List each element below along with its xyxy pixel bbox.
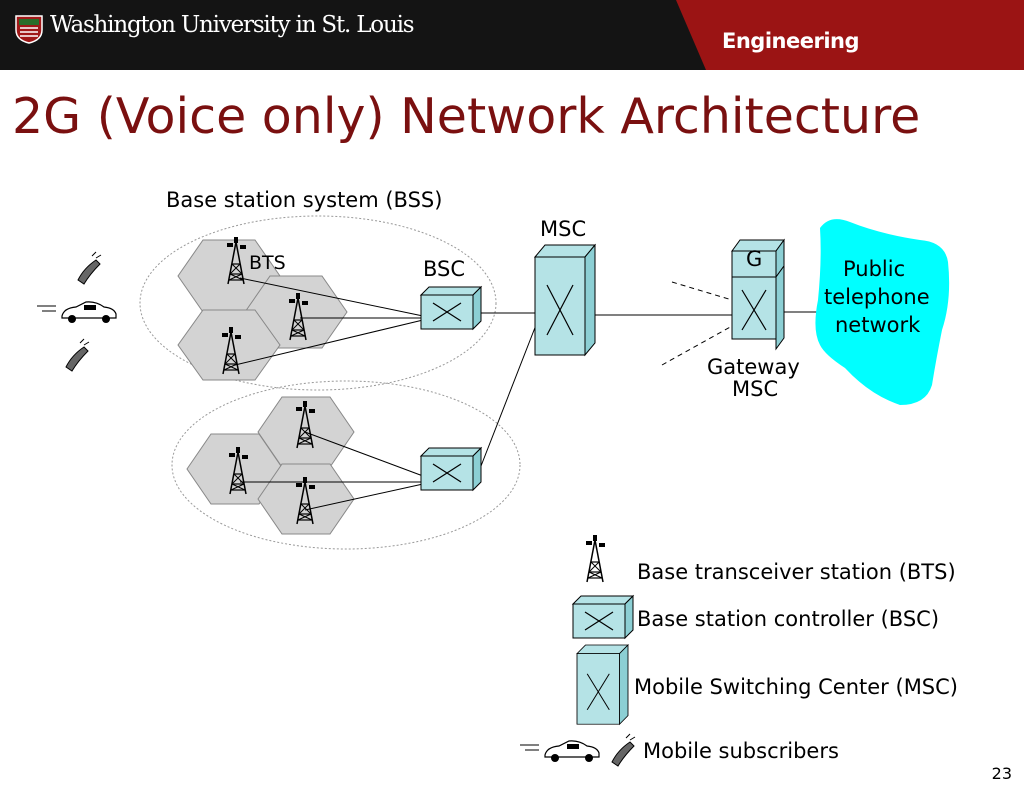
- pstn-label-line3: network: [835, 313, 921, 337]
- legend-car-icon: [519, 740, 600, 763]
- legend-cell-phone-icon: [611, 733, 636, 767]
- legend-mobile-label: Mobile subscribers: [643, 739, 839, 763]
- gateway-msc-icon-side-lower: [775, 264, 785, 351]
- bsc-box-icon: [420, 447, 482, 491]
- gateway-msc-body: [731, 276, 777, 340]
- pstn-label-line2: telephone: [824, 285, 930, 309]
- bts-label: BTS: [249, 252, 286, 274]
- car-icon: [36, 301, 117, 324]
- bss-ellipse-bottom: [171, 380, 521, 550]
- bss-ellipse-top: [139, 215, 497, 391]
- bsc-label: BSC: [423, 257, 466, 281]
- page-number: 23: [991, 764, 1012, 783]
- university-shield-icon: [15, 15, 43, 44]
- legend-msc-box-icon: [576, 644, 629, 725]
- msc-box-icon: [534, 244, 596, 356]
- cell-phone-icon: [77, 251, 102, 285]
- bss-label: Base station system (BSS): [166, 188, 443, 212]
- gateway-dashed-links: [661, 281, 733, 366]
- gateway-label-line1: Gateway: [707, 355, 800, 379]
- department-name[interactable]: Engineering: [722, 29, 860, 53]
- slide-title: 2G (Voice only) Network Architecture: [12, 88, 921, 145]
- bts-bsc-links: [234, 277, 424, 511]
- pstn-cloud-icon: [815, 219, 950, 405]
- gateway-badge-label: G: [746, 247, 763, 271]
- legend-msc-label: Mobile Switching Center (MSC): [634, 675, 958, 699]
- msc-label: MSC: [540, 217, 587, 241]
- header-red-band-shape: [676, 0, 1024, 70]
- legend-bts-tower-icon: [585, 534, 606, 583]
- cell-phone-icon: [65, 338, 90, 372]
- core-links: [480, 311, 820, 467]
- legend-bts-label: Base transceiver station (BTS): [637, 560, 956, 584]
- legend-bsc-label: Base station controller (BSC): [637, 607, 940, 631]
- legend-bsc-box-icon: [572, 595, 634, 639]
- header-red-band: [676, 0, 1024, 70]
- university-name[interactable]: Washington University in St. Louis: [50, 12, 415, 38]
- gateway-badge-box: [731, 250, 777, 278]
- pstn-label-line1: Public: [843, 257, 906, 281]
- bsc-box-icon: [420, 286, 482, 330]
- gateway-label-line2: MSC: [732, 377, 779, 401]
